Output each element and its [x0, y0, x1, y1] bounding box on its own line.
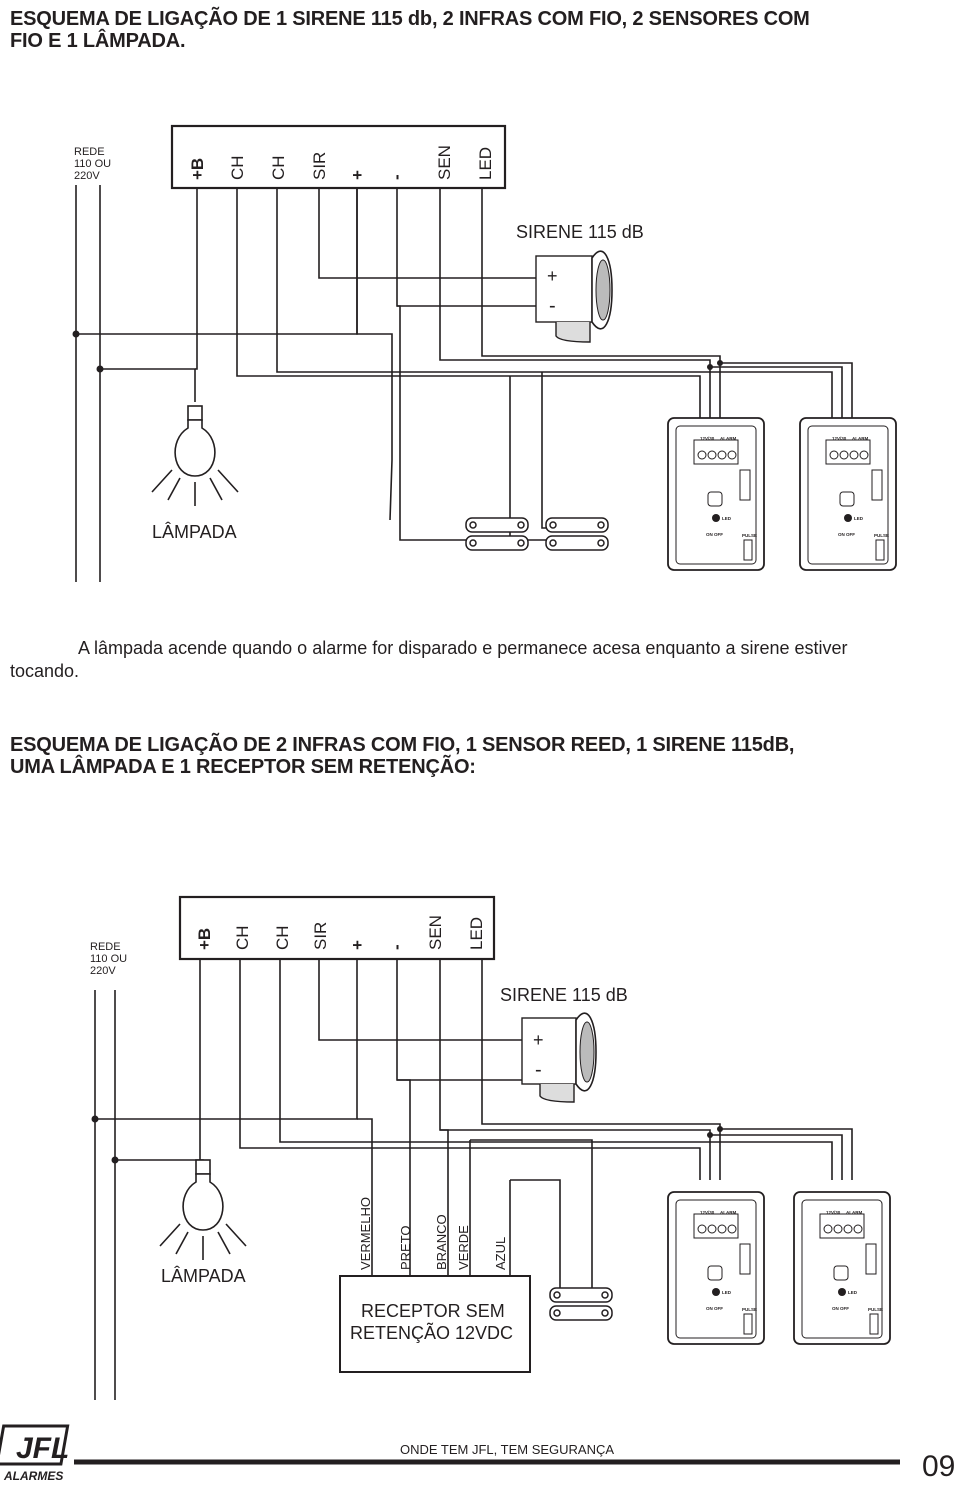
wire-label-preto: PRETO — [398, 1225, 413, 1270]
terminal-label: SEN — [435, 145, 454, 180]
infrared-sensor-icon — [667, 417, 765, 571]
svg-text:LED: LED — [722, 1290, 732, 1295]
terminal-label: SIR — [310, 152, 329, 180]
terminal-label: +B — [195, 928, 214, 950]
svg-text:JFL: JFL — [16, 1432, 69, 1465]
rede-label: REDE — [90, 941, 121, 953]
siren-minus-label: - — [549, 295, 556, 317]
svg-text:12V/30: 12V/30 — [700, 436, 715, 441]
terminal-label: CH — [273, 925, 292, 950]
terminal-label: CH — [269, 155, 288, 180]
svg-text:ON OFF: ON OFF — [838, 532, 855, 537]
reed-sensor-icon — [549, 1287, 613, 1321]
siren-label: SIRENE 115 dB — [516, 222, 644, 242]
terminal-label: + — [348, 170, 367, 180]
jfl-logo: JFL ALARMES — [0, 1424, 70, 1483]
svg-text:PULSE: PULSE — [874, 533, 889, 538]
lamp-note: A lâmpada acende quando o alarme for dis… — [10, 638, 848, 681]
terminal-label: SIR — [311, 922, 330, 950]
rede-label: REDE — [74, 146, 105, 158]
svg-text:ALARM: ALARM — [852, 436, 868, 441]
terminal-label: CH — [233, 925, 252, 950]
rede-label: 220V — [74, 170, 100, 182]
svg-text:12V/30: 12V/30 — [826, 1210, 841, 1215]
terminal-label: - — [387, 174, 406, 180]
terminal-label: LED — [476, 147, 495, 180]
infrared-sensor-icon — [799, 417, 897, 571]
footer: JFL ALARMES ONDE TEM JFL, TEM SEGURANÇA … — [0, 1424, 955, 1483]
svg-text:ON OFF: ON OFF — [706, 1306, 723, 1311]
infrared-sensor-icon — [793, 1191, 891, 1345]
svg-text:PULSE: PULSE — [742, 1307, 757, 1312]
svg-text:ON OFF: ON OFF — [832, 1306, 849, 1311]
svg-text:ALARM: ALARM — [846, 1210, 862, 1215]
rede-label: 220V — [90, 965, 116, 977]
siren-label: SIRENE 115 dB — [500, 985, 628, 1005]
section2-title: ESQUEMA DE LIGAÇÃO DE 2 INFRAS COM FIO, … — [10, 734, 795, 778]
siren-icon — [521, 1012, 597, 1103]
receiver-box — [339, 1275, 531, 1373]
terminal-label: SEN — [426, 915, 445, 950]
wire-label-branco: BRANCO — [434, 1214, 449, 1270]
section1-title: ESQUEMA DE LIGAÇÃO DE 1 SIRENE 115 db, 2… — [10, 8, 810, 52]
reed-sensor-icon — [465, 517, 609, 551]
receiver-label-line2: RETENÇÃO 12VDC — [350, 1322, 513, 1343]
svg-text:ALARM: ALARM — [720, 436, 736, 441]
svg-text:LED: LED — [854, 516, 864, 521]
infrared-sensor-icon — [667, 1191, 765, 1345]
siren-minus-label: - — [535, 1059, 542, 1081]
wire-label-vermelho: VERMELHO — [358, 1197, 373, 1270]
siren-icon — [535, 250, 613, 343]
lamp-icon — [159, 1159, 247, 1260]
slogan: ONDE TEM JFL, TEM SEGURANÇA — [400, 1442, 614, 1457]
wiring-diagram-1: +B CH CH SIR + - SEN LED REDE 110 OU 220… — [72, 124, 897, 582]
terminal-label: + — [348, 940, 367, 950]
wire-label-azul: AZUL — [493, 1237, 508, 1270]
svg-text:LED: LED — [848, 1290, 858, 1295]
control-panel-terminals-2 — [178, 895, 496, 961]
svg-text:PULSE: PULSE — [868, 1307, 883, 1312]
siren-plus-label: + — [547, 266, 558, 286]
rede-label: 110 OU — [74, 158, 111, 170]
receiver-label-line1: RECEPTOR SEM — [361, 1301, 505, 1321]
page-number: 09 — [922, 1450, 955, 1483]
svg-text:ALARMES: ALARMES — [3, 1469, 63, 1483]
siren-plus-label: + — [533, 1030, 544, 1050]
lamp-label: LÂMPADA — [161, 1266, 246, 1286]
svg-text:ALARM: ALARM — [720, 1210, 736, 1215]
wiring-diagram-2: +B CH CH SIR + - SEN LED REDE 110 OU 220… — [90, 895, 891, 1400]
terminal-label: +B — [188, 158, 207, 180]
wire-label-verde: VERDE — [456, 1225, 471, 1270]
terminal-label: LED — [467, 917, 486, 950]
rede-label: 110 OU — [90, 953, 127, 965]
svg-text:ON OFF: ON OFF — [706, 532, 723, 537]
svg-text:PULSE: PULSE — [742, 533, 757, 538]
lamp-icon — [151, 405, 239, 506]
svg-text:12V/30: 12V/30 — [700, 1210, 715, 1215]
lamp-label: LÂMPADA — [152, 522, 237, 542]
control-panel-terminals-1 — [170, 124, 507, 190]
svg-text:LED: LED — [722, 516, 732, 521]
terminal-label: - — [387, 944, 406, 950]
svg-text:12V/30: 12V/30 — [832, 436, 847, 441]
terminal-label: CH — [228, 155, 247, 180]
